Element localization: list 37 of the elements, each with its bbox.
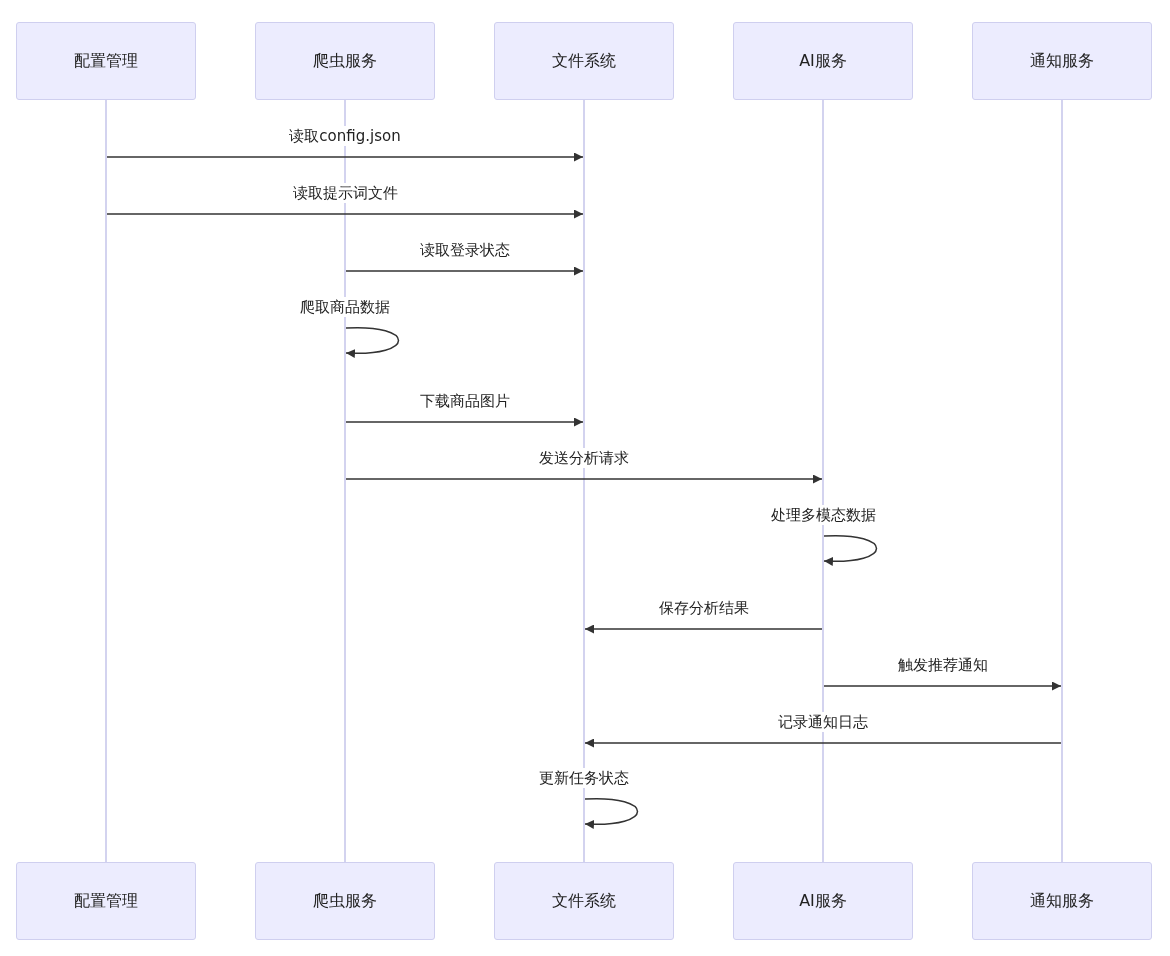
message-arrow: [345, 417, 584, 427]
participant-box: AI服务: [733, 862, 913, 940]
message-arrow: [584, 738, 1062, 748]
lifeline: [822, 100, 824, 862]
participant-box: 文件系统: [494, 862, 674, 940]
self-message-arrow: [584, 798, 639, 829]
lifeline: [1061, 100, 1063, 862]
message-label: 处理多模态数据: [768, 505, 878, 525]
message-label: 更新任务状态: [537, 768, 631, 788]
message-label: 保存分析结果: [656, 598, 751, 618]
message-label: 发送分析请求: [537, 448, 631, 468]
message-arrow: [345, 474, 823, 484]
message-arrow: [584, 624, 823, 634]
message-label: 爬取商品数据: [298, 297, 392, 317]
participant-box: AI服务: [733, 22, 913, 100]
message-label: 读取登录状态: [417, 240, 512, 260]
message-label: 读取提示词文件: [290, 183, 400, 203]
participant-box: 通知服务: [972, 22, 1152, 100]
participant-box: 文件系统: [494, 22, 674, 100]
message-label: 触发推荐通知: [895, 655, 990, 675]
lifeline: [105, 100, 107, 862]
lifeline: [344, 100, 346, 862]
participant-box: 配置管理: [16, 862, 196, 940]
message-label: 下载商品图片: [417, 391, 512, 411]
self-message-arrow: [345, 327, 400, 358]
participant-box: 爬虫服务: [255, 22, 435, 100]
participant-box: 爬虫服务: [255, 862, 435, 940]
message-label: 记录通知日志: [776, 712, 870, 732]
participant-box: 配置管理: [16, 22, 196, 100]
message-arrow: [106, 209, 584, 219]
message-arrow: [345, 266, 584, 276]
message-label: 读取config.json: [287, 126, 403, 146]
message-arrow: [823, 681, 1062, 691]
self-message-arrow: [823, 535, 878, 566]
participant-box: 通知服务: [972, 862, 1152, 940]
lifeline: [583, 100, 585, 862]
message-arrow: [106, 152, 584, 162]
